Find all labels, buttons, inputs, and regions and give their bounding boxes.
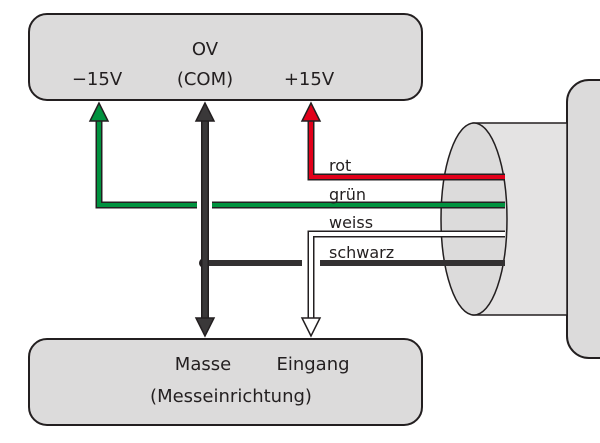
green-wire xyxy=(88,101,505,209)
minus-15v-label: −15V xyxy=(72,69,123,90)
power-supply-box xyxy=(28,13,423,101)
com-label: (COM) xyxy=(177,69,233,90)
sensor-housing xyxy=(566,79,600,359)
ground-arrow-down xyxy=(194,317,216,338)
eingang-label: Eingang xyxy=(276,354,349,375)
ground-arrow-up xyxy=(194,101,216,122)
wire-label-weiss: weiss xyxy=(329,213,373,232)
white-arrow-head xyxy=(300,317,322,338)
wire-label-schwarz: schwarz xyxy=(329,243,394,262)
wire-label-gruen: grün xyxy=(329,185,366,204)
plus-15v-label: +15V xyxy=(284,69,335,90)
white-wire xyxy=(300,230,505,338)
messeinrichtung-label: (Messeinrichtung) xyxy=(150,386,312,407)
red-arrow-head xyxy=(300,101,322,122)
measuring-device-box xyxy=(28,338,423,426)
red-wire xyxy=(300,101,505,181)
green-arrow-head xyxy=(88,101,110,122)
ov-label: OV xyxy=(192,39,219,60)
masse-label: Masse xyxy=(175,354,231,375)
ground-line xyxy=(194,101,216,338)
cable-end xyxy=(440,122,508,316)
wire-label-rot: rot xyxy=(329,156,351,175)
